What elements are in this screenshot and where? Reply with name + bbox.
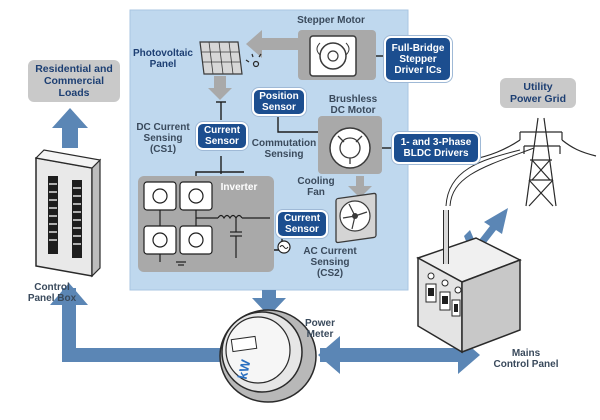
current-sensor-2-label: Current Sensor	[283, 213, 321, 235]
photovoltaic-panel-label: Photovoltaic Panel	[132, 48, 193, 70]
full-bridge-driver-box: Full-Bridge Stepper Driver ICs	[384, 36, 452, 82]
current-sensor-2-box: Current Sensor	[276, 210, 328, 238]
transmission-tower-graphic	[469, 117, 597, 207]
mains-control-panel-label: Mains Control Panel	[493, 348, 559, 370]
dc-current-sensing-label: DC Current Sensing (CS1)	[136, 122, 190, 155]
arrow-stepper-to-pv	[246, 30, 298, 58]
arrow-up-to-loads	[52, 108, 88, 148]
flow-arrows	[50, 108, 508, 374]
bldc-drivers-label: 1- and 3-Phase BLDC Drivers	[400, 137, 472, 159]
arrow-bldc-to-fan	[348, 176, 372, 198]
residential-loads-box: Residential and Commercial Loads	[28, 60, 120, 102]
arrow-left-head	[318, 336, 340, 374]
cooling-fan-graphic	[335, 192, 377, 244]
meter-display-label: kW	[234, 358, 254, 381]
mains-control-panel-graphic	[416, 147, 535, 354]
arrow-bottom-right	[320, 348, 460, 362]
light-icon	[245, 53, 262, 68]
inverter-label: Inverter	[220, 182, 258, 193]
position-sensor-box: Position Sensor	[252, 88, 306, 116]
arrow-bottom-left	[62, 348, 228, 362]
pv-panel-graphic	[199, 41, 243, 75]
control-panel-box-graphic	[34, 149, 102, 278]
current-sensor-1-label: Current Sensor	[203, 125, 241, 147]
position-sensor-label: Position Sensor	[259, 91, 299, 113]
arrow-down-to-meter	[252, 290, 286, 316]
arrow-grid-diagonal	[476, 208, 508, 248]
stepper-motor-body	[309, 35, 357, 77]
utility-grid-box: Utility Power Grid	[500, 78, 576, 108]
power-meter-graphic	[219, 309, 317, 403]
stepper-motor-label: Stepper Motor	[297, 15, 365, 26]
arrow-left-trunk	[62, 288, 76, 358]
residential-loads-label: Residential and Commercial Loads	[35, 63, 113, 99]
ac-current-sensing-label: AC Current Sensing (CS2)	[303, 246, 357, 279]
control-panel-box-label: Control Panel Box	[27, 282, 77, 304]
bldc-drivers-box: 1- and 3-Phase BLDC Drivers	[392, 132, 480, 164]
inverter-circuit	[143, 181, 270, 266]
full-bridge-driver-label: Full-Bridge Stepper Driver ICs	[391, 42, 445, 76]
power-meter-label: Power Meter	[304, 318, 335, 340]
commutation-sensing-label: Commutation Sensing	[251, 138, 317, 160]
brushless-dc-motor-label: Brushless DC Motor	[328, 94, 378, 116]
arrow-up-from-bottom	[50, 283, 88, 305]
cooling-fan-label: Cooling Fan	[297, 176, 335, 198]
utility-grid-label: Utility Power Grid	[509, 81, 566, 105]
current-sensor-1-box: Current Sensor	[196, 122, 248, 150]
arrow-pv-down	[208, 76, 232, 100]
